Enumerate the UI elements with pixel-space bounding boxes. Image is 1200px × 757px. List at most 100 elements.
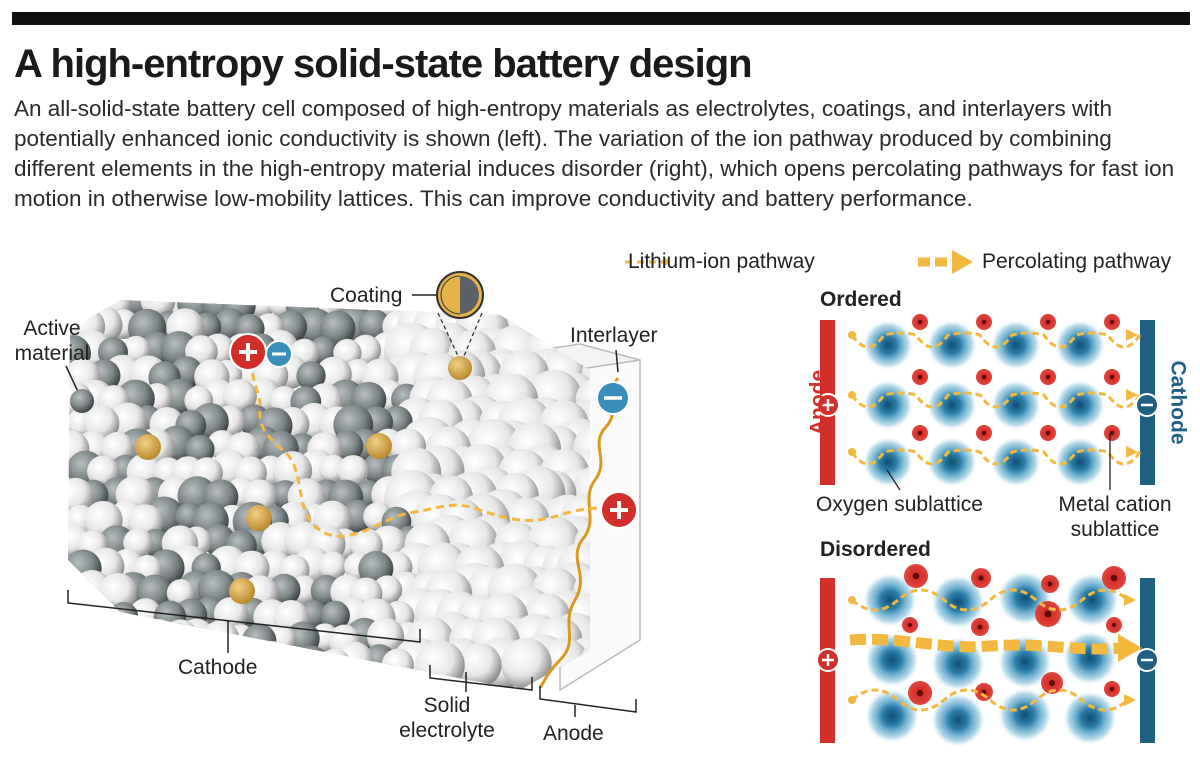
- electrolyte-sphere: [68, 477, 94, 515]
- active-material-sphere: [320, 600, 350, 631]
- electrolyte-sphere: [575, 300, 590, 326]
- electrolyte-sphere: [68, 646, 102, 683]
- electrolyte-sphere: [555, 300, 590, 325]
- coating-particle: [229, 578, 255, 604]
- ordered-label: Ordered: [820, 288, 902, 311]
- metal-cation-atom: [976, 369, 992, 385]
- metal-cation-atom: [1040, 369, 1056, 385]
- top-rule: [12, 12, 1190, 25]
- interlayer-leader: [615, 349, 619, 373]
- metal-cation-atom: [1041, 672, 1063, 694]
- electrolyte-sphere: [76, 620, 117, 661]
- metal-cation-atom: [975, 683, 993, 701]
- electrolyte-sphere: [94, 619, 130, 655]
- electrolyte-sphere: [318, 551, 348, 581]
- electrolyte-sphere: [415, 640, 465, 690]
- anode-label: Anode: [543, 722, 604, 745]
- metal-cation-atom: [1104, 369, 1120, 385]
- electrolyte-sphere: [533, 300, 581, 329]
- active-material-label: Active material: [12, 316, 92, 366]
- legend-lithium-label: Lithium-ion pathway: [628, 250, 815, 273]
- oxygen-atom: [931, 693, 985, 747]
- metal-cation-atom: [976, 314, 992, 330]
- ordered-path-start: [848, 391, 856, 399]
- electrolyte-sphere: [140, 618, 177, 655]
- oxygen-atom: [1065, 573, 1119, 627]
- metal-cation-atom: [912, 314, 928, 330]
- electrolyte-sphere: [276, 649, 307, 680]
- disordered-panel: [816, 564, 1159, 747]
- oxygen-atom: [865, 689, 919, 743]
- electrolyte-sphere: [337, 455, 369, 487]
- metal-cation-atom: [912, 369, 928, 385]
- ordered-path-arrow: [1126, 389, 1138, 401]
- oxygen-atom: [863, 437, 913, 487]
- coating-icon: [412, 271, 484, 357]
- oxygen-atom: [1055, 380, 1105, 430]
- ordered-path-arrow: [1126, 329, 1138, 341]
- anode-side-label: Anode: [806, 369, 830, 436]
- metal-cation-atom: [976, 425, 992, 441]
- metal-cation-atom: [1104, 425, 1120, 441]
- electrolyte-sphere: [457, 642, 502, 688]
- coating-particle: [448, 356, 472, 380]
- active-material-sphere: [296, 361, 326, 391]
- anode-positive-ion: [600, 491, 638, 529]
- disordered-path-start: [848, 696, 856, 704]
- metal-cation-atom: [1040, 425, 1056, 441]
- disordered-lithium-path: [851, 688, 1129, 712]
- ordered-lithium-path: [850, 448, 1142, 466]
- oxygen-atom: [991, 320, 1041, 370]
- ordered-lithium-path: [850, 391, 1142, 409]
- active-material-line1: Active: [23, 317, 81, 340]
- disordered-lithium-path: [851, 588, 1129, 612]
- oxygen-atom: [927, 320, 977, 370]
- disordered-path-arrow: [1124, 594, 1136, 606]
- oxygen-atom: [998, 688, 1052, 742]
- electrolyte-sphere: [319, 648, 351, 680]
- figure-caption: An all-solid-state battery cell composed…: [14, 96, 1175, 211]
- active-material-sphere: [293, 645, 329, 681]
- oxygen-atom: [863, 573, 917, 627]
- legend-percolating-label: Percolating pathway: [982, 250, 1172, 273]
- oxygen-atom: [1055, 320, 1105, 370]
- metal-cation-atom: [1102, 566, 1126, 590]
- electrolyte-sphere: [509, 300, 559, 326]
- figure-title: A high-entropy solid-state battery desig…: [14, 42, 753, 86]
- anode-negative-ion: [596, 381, 630, 415]
- cell-negative-ion: [265, 340, 293, 368]
- disordered-path-start: [848, 596, 856, 604]
- cathode-label: Cathode: [178, 656, 258, 679]
- interlayer-line: [538, 377, 620, 689]
- oxygen-atom: [1055, 437, 1105, 487]
- ordered-panel: [816, 314, 1159, 487]
- metal-cation-atom: [912, 425, 928, 441]
- coating-particle: [246, 505, 272, 531]
- active-material-particle: [70, 389, 94, 413]
- metal-cation-atom: [1106, 617, 1122, 633]
- legend-lithium-pathway-icon: [625, 257, 671, 267]
- metal-cation-line2: sublattice: [1070, 518, 1160, 541]
- oxygen-atom: [1063, 631, 1117, 685]
- ordered-path-start: [848, 448, 856, 456]
- ordered-path-arrow: [1126, 446, 1138, 458]
- active-material-sphere: [68, 574, 86, 605]
- electrolyte-sphere: [381, 648, 414, 681]
- cathode-bracket: [67, 590, 421, 653]
- sphere-packing: [68, 300, 590, 690]
- oxygen-sublattice-label: Oxygen sublattice: [816, 493, 983, 516]
- interlayer-label: Interlayer: [570, 324, 658, 347]
- coating-particle: [135, 434, 161, 460]
- ordered-lithium-path: [850, 331, 1142, 349]
- metal-cation-atom: [1104, 681, 1120, 697]
- electrolyte-sphere: [86, 598, 121, 633]
- metal-cation-atom: [971, 568, 991, 588]
- metal-cation-atom: [971, 618, 989, 636]
- electrolyte-sphere: [500, 638, 552, 689]
- metal-cation-atom: [1104, 314, 1120, 330]
- percolating-pathway: [849, 633, 1142, 662]
- electrolyte-sphere: [162, 619, 199, 655]
- metal-cation-atom: [1040, 314, 1056, 330]
- active-material-sphere: [153, 600, 187, 634]
